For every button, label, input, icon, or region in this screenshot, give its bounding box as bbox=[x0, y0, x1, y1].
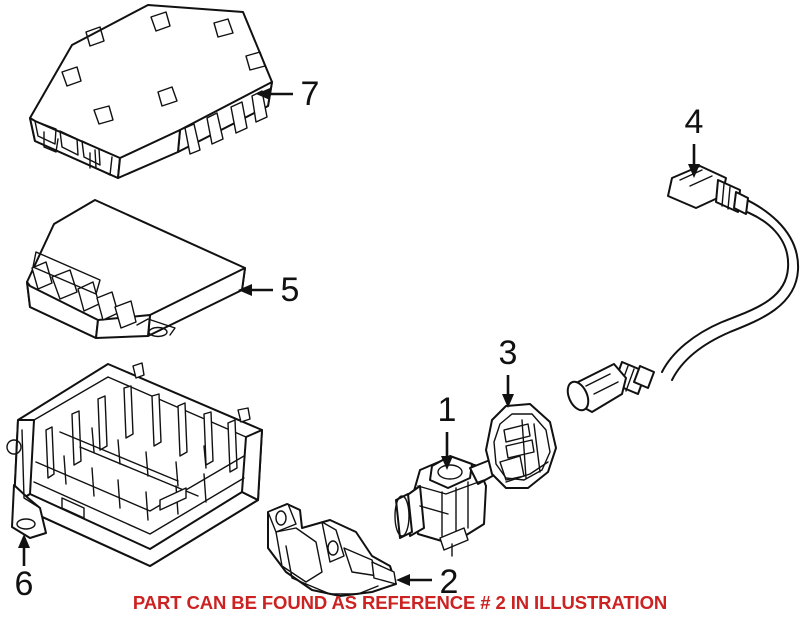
callout-2-label: 2 bbox=[440, 563, 459, 601]
callout-1: 1 bbox=[438, 391, 457, 470]
callout-3-label: 3 bbox=[499, 334, 518, 372]
callout-4-label: 4 bbox=[685, 103, 704, 141]
callout-6-label: 6 bbox=[15, 565, 34, 603]
part-control-module bbox=[26, 199, 246, 339]
callout-5: 5 bbox=[238, 271, 299, 309]
part-fuse-box-cover bbox=[29, 4, 273, 179]
part-wiring-harness bbox=[566, 165, 800, 413]
part-solenoid-valve bbox=[394, 455, 497, 557]
callout-4: 4 bbox=[685, 103, 704, 178]
part-mounting-bracket bbox=[267, 503, 397, 597]
callout-5-label: 5 bbox=[281, 271, 300, 309]
callout-7: 7 bbox=[256, 75, 319, 113]
callout-7-label: 7 bbox=[301, 75, 320, 113]
reference-caption: PART CAN BE FOUND AS REFERENCE # 2 IN IL… bbox=[132, 592, 668, 613]
part-fuse-box-tray bbox=[6, 362, 263, 567]
callout-6: 6 bbox=[15, 534, 34, 603]
callout-2: 2 bbox=[396, 563, 458, 601]
part-grommet-seal bbox=[485, 403, 557, 489]
callout-1-label: 1 bbox=[438, 391, 457, 429]
callout-3: 3 bbox=[499, 334, 518, 408]
